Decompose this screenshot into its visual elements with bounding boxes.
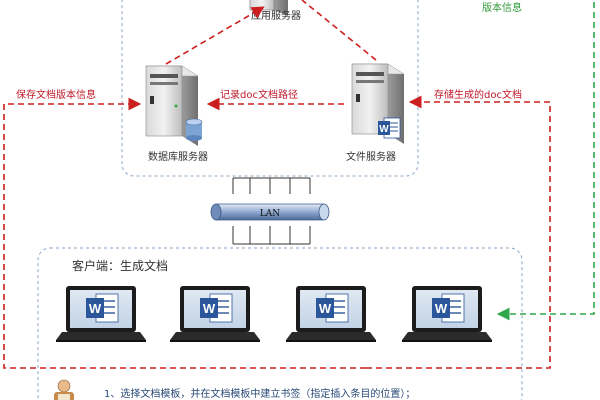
file-server-label: 文件服务器 [346, 150, 396, 163]
server-area-panel [121, 0, 419, 177]
annotation-version-info: 版本信息 [482, 1, 522, 14]
word-document-icon: W [200, 293, 233, 323]
arrow-db-to-app [165, 6, 265, 65]
laptop-icon: W [402, 286, 492, 342]
word-document-icon: W [316, 293, 349, 323]
annotation-record-path: 记录doc文档路径 [220, 88, 298, 101]
lan-label: LAN [260, 209, 280, 219]
lan-pipe-icon [210, 203, 330, 221]
arrow-store-doc [366, 95, 551, 369]
svg-text:W: W [435, 301, 448, 316]
svg-text:W: W [379, 124, 389, 135]
laptop-icon: W [56, 286, 146, 342]
client-area-panel [37, 247, 523, 400]
lan-connectors [232, 177, 311, 245]
arrow-version-info [496, 0, 595, 321]
laptop-icon: W [170, 286, 260, 342]
client-step-1: 1、选择文档模板，并在文档模板中建立书签（指定插入条目的位置）； [104, 387, 415, 400]
database-server-label: 数据库服务器 [148, 150, 208, 163]
laptop-icon: W [286, 286, 376, 342]
arrow-file-to-app [301, 0, 377, 61]
arrow-save-version [3, 97, 366, 369]
word-document-icon: W [378, 117, 401, 139]
annotation-save-version: 保存文档版本信息 [16, 88, 96, 101]
svg-text:W: W [203, 301, 216, 316]
client-title: 客户端：生成文档 [72, 258, 168, 273]
app-server-label: 应用服务器 [251, 9, 301, 22]
word-document-icon: W [86, 293, 119, 323]
database-cylinder-icon [185, 118, 203, 141]
svg-text:W: W [89, 301, 102, 316]
annotation-store-doc: 存储生成的doc文档 [434, 88, 522, 101]
svg-text:W: W [319, 301, 332, 316]
word-document-icon: W [432, 293, 465, 323]
person-icon [54, 379, 74, 400]
